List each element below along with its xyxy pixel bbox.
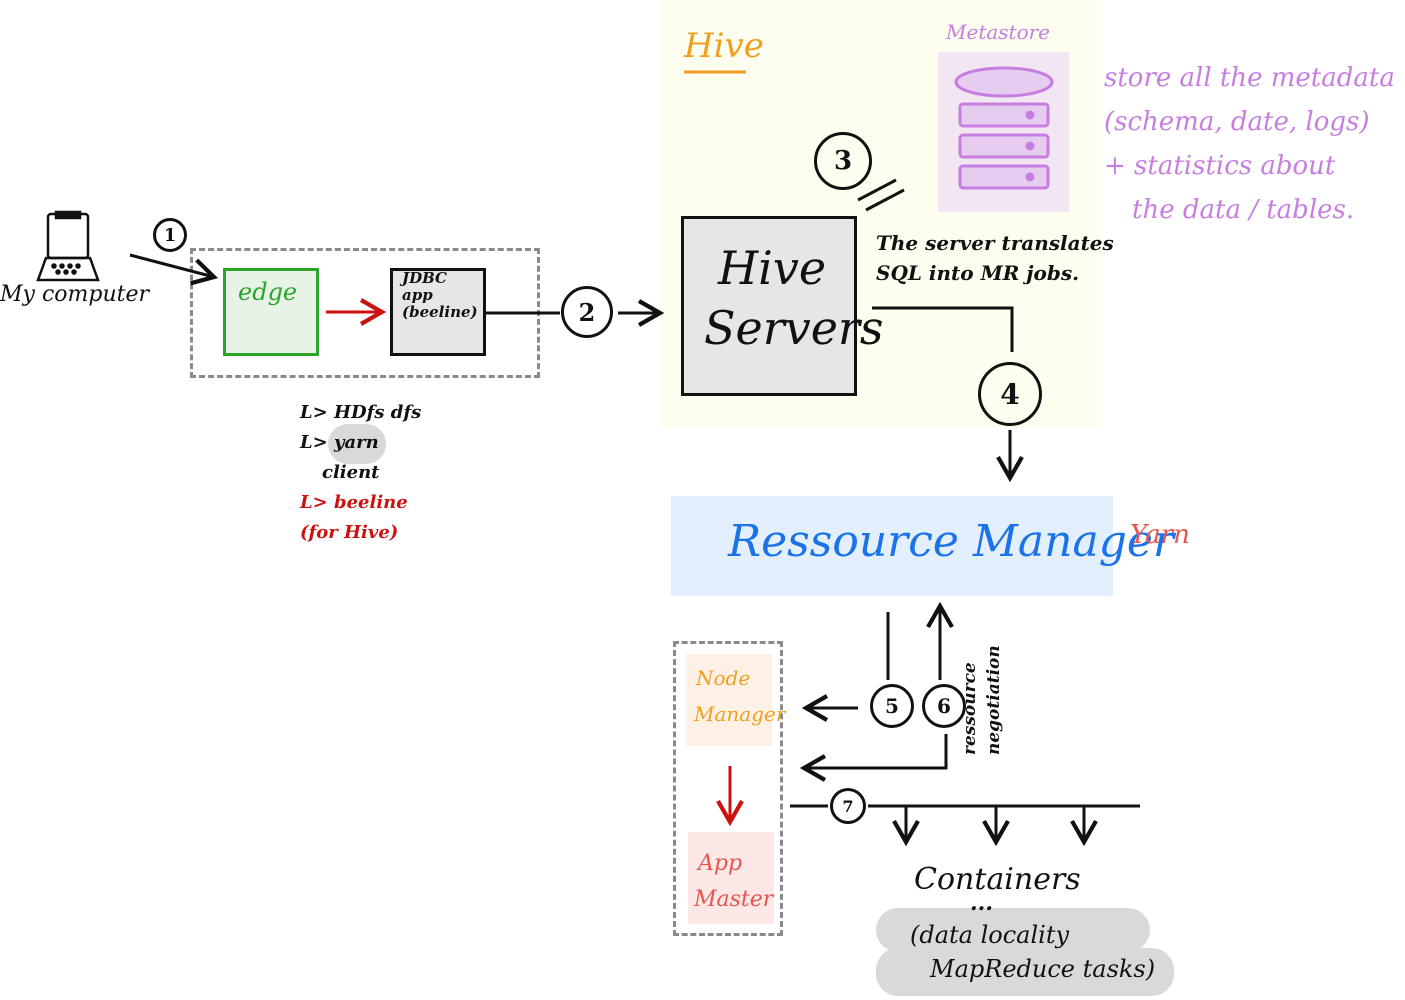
metastore-note-line-2: (schema, date, logs) xyxy=(1104,107,1370,137)
tool-beeline-note: (for Hive) xyxy=(300,522,399,543)
containers-note-highlight-2 xyxy=(876,948,1174,996)
step-7-circle: 7 xyxy=(830,788,866,824)
server-note-line-1: The server translates xyxy=(876,231,1114,255)
step1-arrow xyxy=(129,253,219,286)
step-5-circle: 5 xyxy=(870,684,914,728)
yarn-node-dashed-group xyxy=(673,641,783,936)
step-1-circle: 1 xyxy=(153,218,187,252)
app-master-line-1: App xyxy=(698,851,743,876)
node-manager-label: Node Manager xyxy=(694,660,785,732)
metastore-note-line-3: + statistics about xyxy=(1104,151,1336,181)
containers-title: Containers xyxy=(914,862,1081,897)
edge-box xyxy=(223,268,319,356)
node-manager-box xyxy=(686,654,772,746)
my-computer-label: My computer xyxy=(0,282,150,307)
hive-servers-box xyxy=(681,216,857,396)
yarn-label: Yarn xyxy=(1130,520,1190,550)
step-6-circle: 6 xyxy=(922,684,966,728)
servers-to-step4-line xyxy=(872,306,1014,352)
jdbc-line-2: app xyxy=(402,286,433,304)
containers-dots: ... xyxy=(970,890,993,916)
metastore-title: Metastore xyxy=(946,20,1051,44)
containers-note-line-1: (data locality xyxy=(910,921,1070,949)
hive-servers-line-1: Hive xyxy=(718,241,827,295)
step-4-circle: 4 xyxy=(978,362,1042,426)
edge-label: edge xyxy=(238,278,298,306)
step3-line-a xyxy=(857,178,897,202)
containers-note-highlight-1 xyxy=(876,908,1150,952)
resource-manager-box xyxy=(671,496,1113,596)
server-note-line-2: SQL into MR jobs. xyxy=(876,261,1080,285)
negotiation-line-1: ressource xyxy=(960,662,980,755)
resource-negotiation-label: ressource negotiation xyxy=(958,645,1006,755)
app-master-label: App Master xyxy=(694,846,773,918)
negotiation-line-2: negotiation xyxy=(984,645,1004,755)
jdbc-app-label: JDBC app (beeline) xyxy=(402,270,478,321)
metastore-note-line-1: store all the metadata xyxy=(1104,63,1395,93)
resource-manager-label: Ressource Manager xyxy=(728,516,1174,567)
yarn-highlight xyxy=(328,424,386,464)
tool-yarn: L> yarn xyxy=(300,432,379,453)
tool-client: client xyxy=(322,462,380,483)
tool-hdfs: L> HDfs dfs xyxy=(300,402,422,423)
database-icon xyxy=(954,66,1054,190)
containers-note-line-2: MapReduce tasks) xyxy=(930,955,1156,983)
hive-servers-label: Hive Servers xyxy=(704,238,884,358)
client-tools-list: L> HDfs dfs L> yarn client L> beeline (f… xyxy=(300,398,421,548)
step6-arrow xyxy=(799,734,948,782)
hive-servers-line-2: Servers xyxy=(704,301,884,355)
server-translate-note: The server translates SQL into MR jobs. xyxy=(876,228,1114,288)
app-master-box xyxy=(688,832,774,924)
node-manager-line-1: Node xyxy=(696,666,751,690)
step-2-circle: 2 xyxy=(561,286,613,338)
jdbc-app-box xyxy=(390,268,486,356)
containers-note: (data locality MapReduce tasks) xyxy=(910,918,1155,986)
hive-title: Hive xyxy=(684,26,764,66)
step3-line-b xyxy=(865,188,905,212)
tool-beeline: L> beeline xyxy=(300,492,408,513)
metastore-note-line-4: the data / tables. xyxy=(1132,195,1355,225)
laptop-icon xyxy=(36,210,100,282)
step-3-circle: 3 xyxy=(814,132,872,190)
jdbc-line-1: JDBC xyxy=(402,269,447,287)
metastore-note: store all the metadata (schema, date, lo… xyxy=(1104,56,1395,232)
app-master-line-2: Master xyxy=(694,887,774,912)
node-manager-line-2: Manager xyxy=(694,702,786,726)
jdbc-line-3: (beeline) xyxy=(402,303,478,321)
